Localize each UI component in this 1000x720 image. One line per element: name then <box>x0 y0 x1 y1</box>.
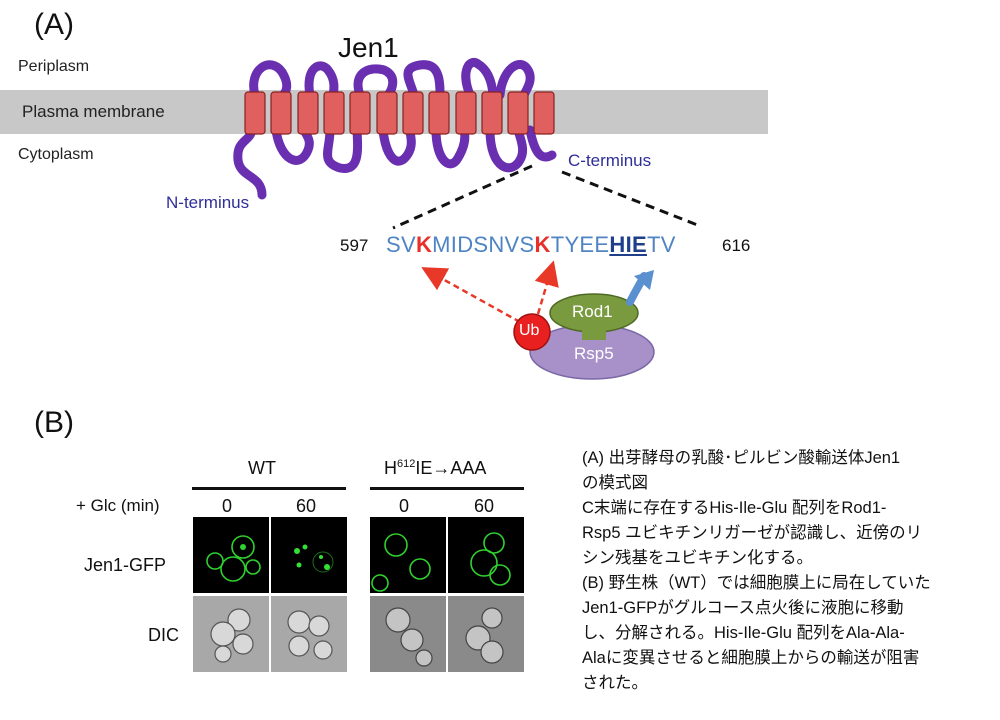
dic-image-mut-60min <box>448 596 524 672</box>
dic-cells-wt-60 <box>287 610 333 660</box>
gfp-cells-wt-0 <box>206 535 261 582</box>
tm-helix-2 <box>270 91 292 135</box>
caption-line-10: された。 <box>582 674 648 692</box>
lysine-residue-1: K <box>415 232 433 257</box>
tm-helix-9 <box>455 91 477 135</box>
tm-helix-12 <box>533 91 555 135</box>
gfp-image-wt-60min <box>271 517 347 593</box>
seq-part-3: TYEE <box>550 232 610 257</box>
gfp-image-mut-60min <box>448 517 524 593</box>
ubiquitination-arrows <box>421 260 559 324</box>
gfp-cells-mut-0 <box>371 533 431 592</box>
tm-helix-3 <box>297 91 319 135</box>
panel-a-label: (A) <box>34 8 74 41</box>
mutant-header-rule <box>370 487 524 490</box>
figure-caption: (A) 出芽酵母の乳酸･ピルビン酸輸送体Jen1 の模式図 C末端に存在するHi… <box>582 446 992 696</box>
ub-label: Ub <box>519 322 540 339</box>
dic-cells-mut-60 <box>465 607 504 664</box>
seq-part-2: MIDSNVS <box>432 232 535 257</box>
row-label-gfp: Jen1-GFP <box>84 555 167 575</box>
time-mut-60: 60 <box>474 496 495 516</box>
caption-line-8: し、分解される。His-Ile-Glu 配列をAla-Ala- <box>582 624 905 642</box>
dic-image-wt-60min <box>271 596 347 672</box>
tm-helix-7 <box>402 91 424 135</box>
rod1-label: Rod1 <box>572 302 613 321</box>
transmembrane-helices <box>244 91 555 135</box>
dic-cells-wt-0 <box>210 608 254 663</box>
panel-b-label: (B) <box>34 406 74 439</box>
wt-header-rule <box>192 487 346 490</box>
jen1-polypeptide-loops <box>233 58 557 200</box>
caption-line-5: シン残基をユビキチン化する。 <box>582 549 813 567</box>
hie-recognition-arrowhead <box>634 270 654 290</box>
caption-line-6: (B) 野生株（WT）では細胞膜上に局在していた <box>582 574 931 592</box>
mutant-header-suffix: IE→AAA <box>415 458 487 478</box>
gfp-image-mut-0min <box>370 517 446 593</box>
ub-circle <box>513 313 551 351</box>
caption-line-4: Rsp5 ユビキチンリガーゼが認識し、近傍のリ <box>582 524 923 542</box>
seq-part-1: SV <box>386 232 416 257</box>
tm-helix-8 <box>428 91 450 135</box>
caption-line-9: Alaに変異させると細胞膜上からの輸送が阻害 <box>582 649 920 667</box>
mutant-header-residue: 612 <box>397 458 416 470</box>
caption-line-7: Jen1-GFPがグルコース点火後に液胞に移動 <box>582 599 904 617</box>
tm-helix-6 <box>376 91 398 135</box>
periplasm-label: Periplasm <box>18 58 90 75</box>
tm-helix-10 <box>481 91 503 135</box>
plasma-membrane-label: Plasma membrane <box>22 102 165 121</box>
dic-image-mut-0min <box>370 596 446 672</box>
sequence-zoom-lines <box>392 164 701 230</box>
caption-line-3: C末端に存在するHis-Ile-Glu 配列をRod1- <box>582 499 887 517</box>
wt-header: WT <box>248 458 276 478</box>
tm-helix-1 <box>244 91 266 135</box>
jen1-title: Jen1 <box>338 32 399 63</box>
sequence-start-number: 597 <box>340 236 369 255</box>
jen1-c-terminal-sequence: SVKMIDSNVSKTYEEHIETV <box>386 232 676 258</box>
rsp5-label: Rsp5 <box>574 344 614 363</box>
mutant-header-prefix: H <box>384 458 397 478</box>
jen1-topology-diagram <box>233 58 701 380</box>
hie-motif: HIE <box>609 232 647 257</box>
dic-cells-mut-0 <box>385 607 433 667</box>
gfp-vacuole-wt-60 <box>294 544 334 573</box>
lysine-residue-2: K <box>534 232 551 257</box>
glc-time-label: + Glc (min) <box>76 496 160 515</box>
cytoplasm-label: Cytoplasm <box>18 146 94 163</box>
row-label-dic: DIC <box>148 625 179 645</box>
n-terminus-label: N-terminus <box>166 193 250 212</box>
gfp-image-wt-0min <box>193 517 269 593</box>
time-wt-60: 60 <box>296 496 317 516</box>
sequence-end-number: 616 <box>722 236 751 255</box>
rod1-rsp5-connector <box>582 328 606 340</box>
caption-line-2: の模式図 <box>582 474 648 492</box>
seq-part-4: TV <box>646 232 676 257</box>
time-mut-0: 0 <box>399 496 410 516</box>
tm-helix-5 <box>349 91 371 135</box>
c-terminus-label: C-terminus <box>568 151 652 170</box>
tm-helix-4 <box>323 91 345 135</box>
tm-helix-11 <box>507 91 529 135</box>
gfp-cells-mut-60 <box>470 532 511 586</box>
time-wt-0: 0 <box>222 496 233 516</box>
dic-image-wt-0min <box>193 596 269 672</box>
caption-line-1: (A) 出芽酵母の乳酸･ピルビン酸輸送体Jen1 <box>582 449 901 467</box>
mutant-header: H612IE→AAA <box>384 458 486 479</box>
